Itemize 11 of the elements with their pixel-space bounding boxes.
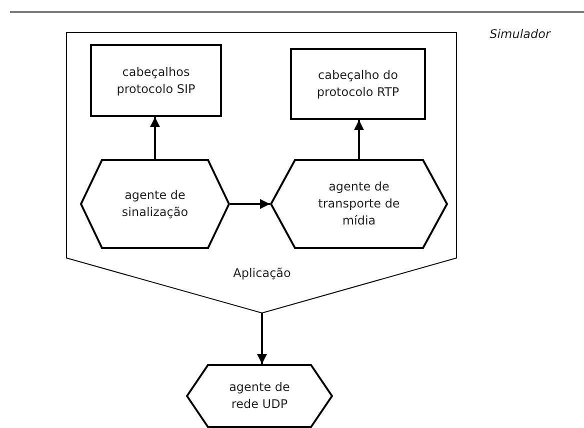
node-label: Aplicação [232,265,292,282]
node-label: agente de transporte de mídia [317,178,401,230]
node-label: agente de sinalização [120,187,190,221]
node-label: cabeçalho do protocolo RTP [316,67,400,101]
arrow [230,199,270,209]
node-label: agente de rede UDP [228,379,291,413]
node-label: cabeçalhos protocolo SIP [116,64,196,98]
arrow [150,117,160,159]
frame-label: Simulador [488,26,552,43]
arrow [257,313,267,364]
arrow [354,120,364,159]
